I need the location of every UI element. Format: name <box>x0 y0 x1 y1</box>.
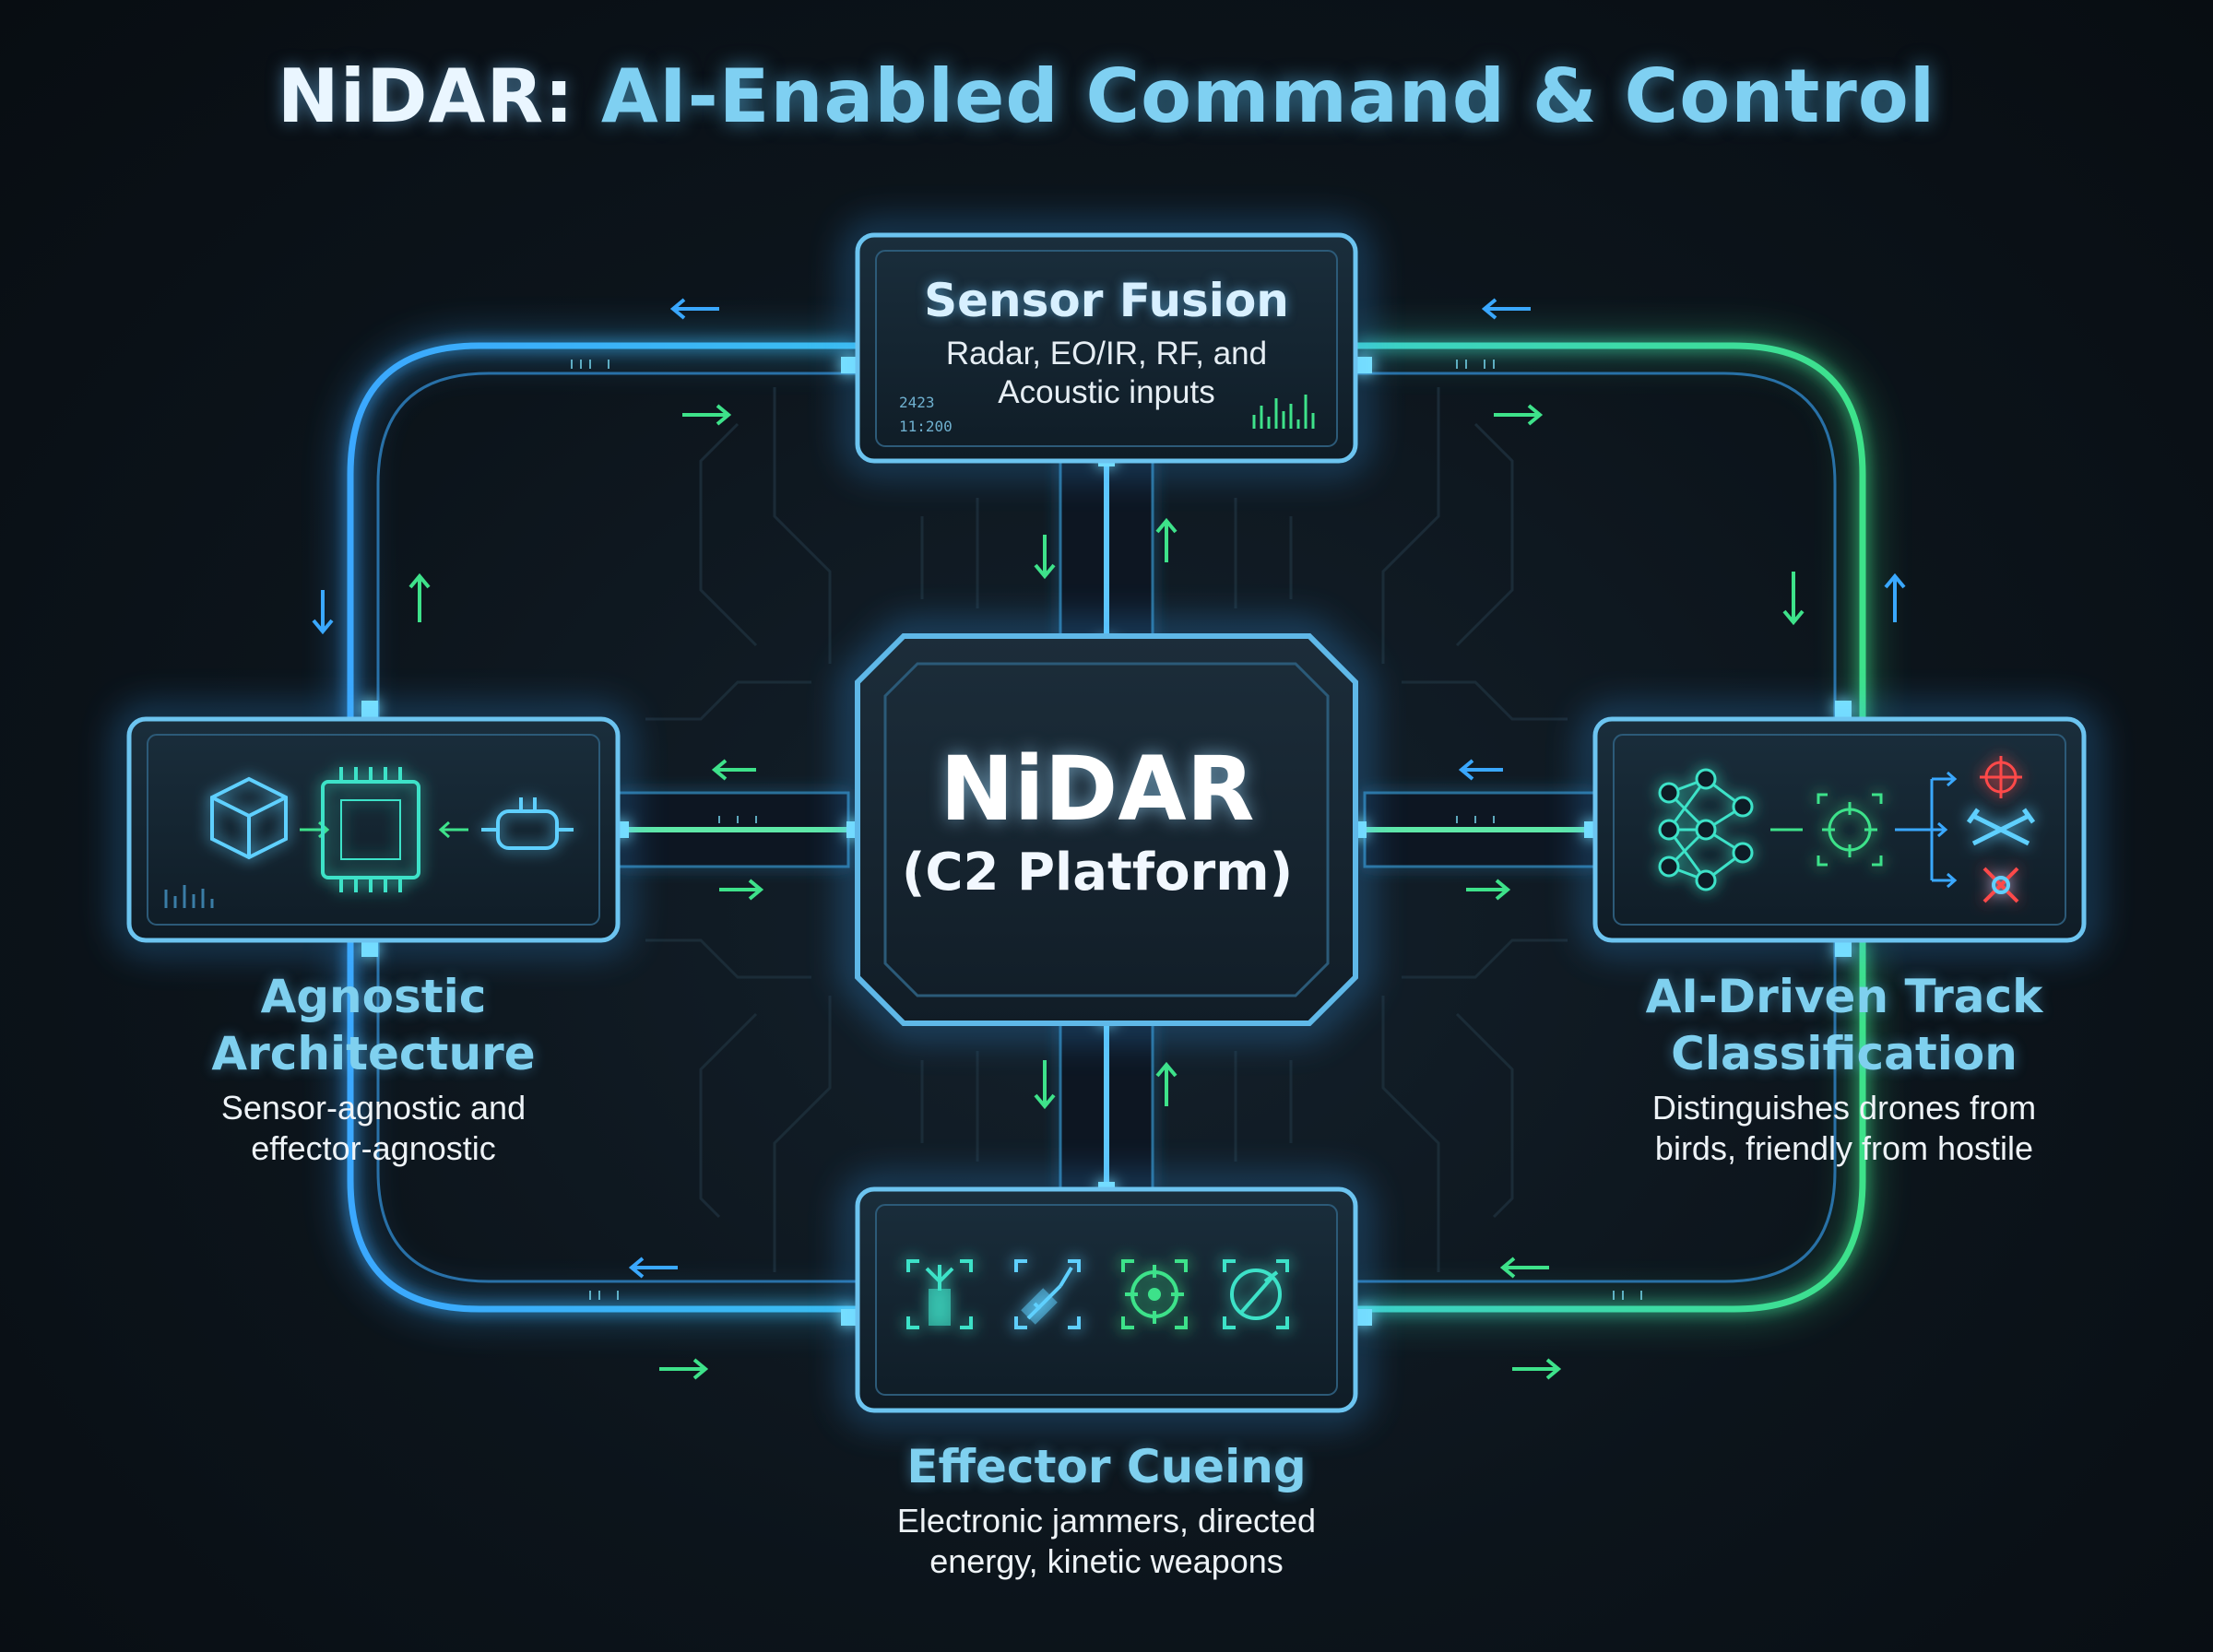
effector-line-1: Electronic jammers, directed <box>896 1502 1317 1540</box>
circuit-background <box>645 387 1568 1272</box>
sensor-fusion-text: Sensor Fusion Radar, EO/IR, RF, and Acou… <box>885 272 1328 412</box>
center-title: NiDAR <box>940 738 1255 841</box>
chip-icon <box>321 767 420 892</box>
classification-panel <box>1583 707 2096 952</box>
agnostic-heading-2: Architecture <box>211 1027 536 1080</box>
agnostic-panel <box>117 707 630 952</box>
outer-data-loop <box>339 335 1874 1320</box>
sensor-fusion-readout-1: 2423 <box>899 394 935 411</box>
target-icon <box>1121 1259 1188 1329</box>
agnostic-heading-1: Agnostic <box>260 970 487 1023</box>
target-reticle-icon <box>1817 793 1883 867</box>
missile-icon <box>1223 1259 1289 1329</box>
laser-icon <box>1014 1259 1081 1329</box>
hostile-marker-icon <box>1982 867 2019 903</box>
classification-heading-2: Classification <box>1671 1027 2018 1080</box>
center-label: NiDAR (C2 Platform) <box>848 738 1346 905</box>
sensor-fusion-line-2: Acoustic inputs <box>998 374 1215 410</box>
classification-line-2: birds, friendly from hostile <box>1654 1129 2034 1167</box>
drone-icon <box>1966 808 2036 846</box>
effector-line-2: energy, kinetic weapons <box>929 1542 1284 1580</box>
classification-caption: AI-Driven Track Classification Distingui… <box>1568 968 2121 1169</box>
title-subtitle: AI-Enabled Command & Control <box>600 53 1936 139</box>
data-stream-ticks <box>571 360 1642 1300</box>
effector-panel <box>846 1177 1367 1422</box>
agnostic-line-2: effector-agnostic <box>251 1129 496 1167</box>
agnostic-line-1: Sensor-agnostic and <box>220 1089 527 1127</box>
title-brand: NiDAR: <box>277 53 575 139</box>
sensor-fusion-heading: Sensor Fusion <box>924 274 1289 327</box>
center-subtitle: (C2 Platform) <box>901 843 1294 903</box>
crosshair-icon <box>1980 756 2022 798</box>
effector-caption: Effector Cueing Electronic jammers, dire… <box>830 1438 1383 1582</box>
agnostic-caption: Agnostic Architecture Sensor-agnostic an… <box>120 968 627 1169</box>
sensor-fusion-panel: 2423 11:200 <box>846 223 1367 473</box>
sensor-fusion-line-1: Radar, EO/IR, RF, and <box>945 336 1268 372</box>
center-platform <box>844 622 1369 1037</box>
flow-arrows <box>312 298 1906 1380</box>
classification-line-1: Distinguishes drones from <box>1651 1089 2037 1127</box>
jammer-icon <box>906 1259 973 1329</box>
classification-heading-1: AI-Driven Track <box>1645 970 2043 1023</box>
effector-heading: Effector Cueing <box>906 1440 1307 1493</box>
neural-network-icon <box>1658 768 1754 891</box>
sensor-fusion-readout-2: 11:200 <box>899 418 953 435</box>
page-title: NiDAR: AI-Enabled Command & Control <box>0 53 2213 139</box>
connector-icon <box>481 797 574 850</box>
cube-icon <box>210 776 288 860</box>
